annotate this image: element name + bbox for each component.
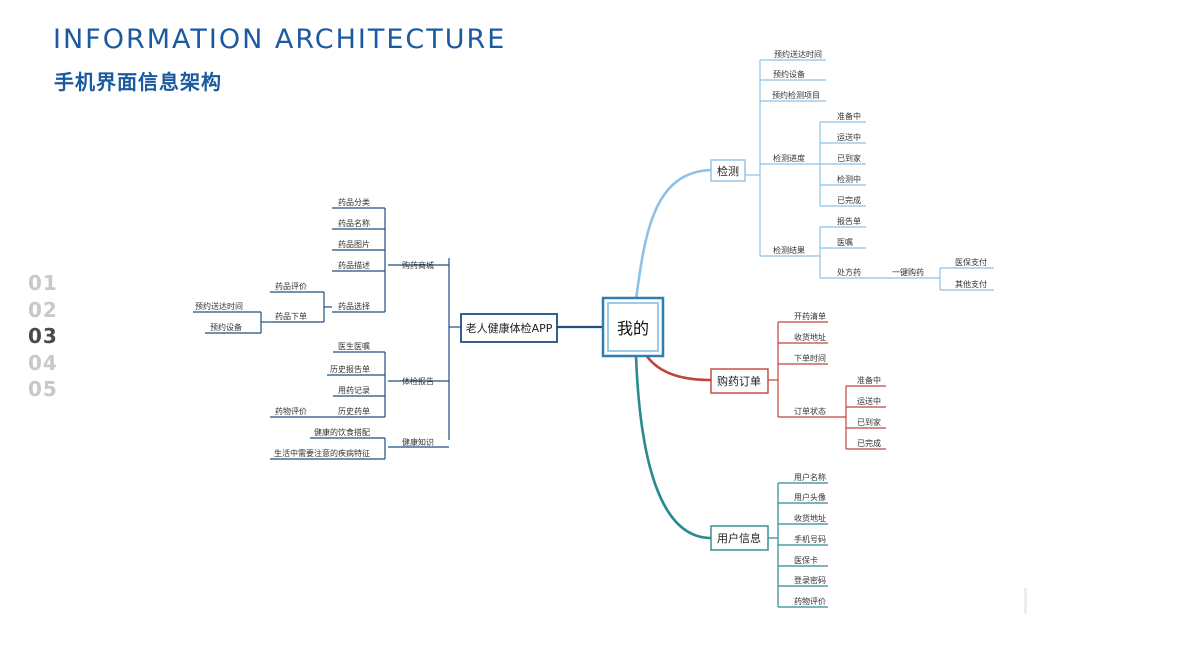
- group-label-knowledge: 健康知识: [402, 437, 434, 447]
- detect-branch-lines: [634, 59, 994, 301]
- report-item: 医生医嘱: [338, 341, 370, 351]
- order-item: 下单时间: [794, 353, 826, 363]
- status-item: 运送中: [857, 396, 881, 406]
- user-branch-lines: [634, 355, 828, 608]
- center-node[interactable]: 我的: [601, 296, 665, 358]
- user-branch-labels: 用户名称 用户头像 收货地址 手机号码 医保卡 登录密码 药物评价: [794, 472, 826, 606]
- page-number-03-active[interactable]: 03: [28, 324, 58, 348]
- center-node-label: 我的: [617, 319, 649, 338]
- status-item: 准备中: [857, 375, 881, 385]
- user-item: 药物评价: [794, 596, 826, 606]
- detect-branch-labels: 预约送达时间 预约设备 预约检测项目 检测进度 检测结果 准备中 运送中 已到家…: [772, 49, 987, 289]
- user-item: 用户头像: [794, 492, 826, 502]
- detect-item: 预约送达时间: [774, 49, 822, 59]
- select-sub-item: 药品下单: [275, 311, 307, 321]
- progress-item: 准备中: [837, 111, 861, 121]
- scroll-indicator: [1024, 588, 1027, 614]
- user-item: 收货地址: [794, 513, 826, 523]
- shop-item: 药品图片: [338, 239, 370, 249]
- detect-node-label: 检测: [717, 164, 739, 178]
- user-node[interactable]: 用户信息: [710, 525, 769, 551]
- user-item: 用户名称: [794, 472, 826, 482]
- order-node-label: 购药订单: [717, 374, 761, 388]
- shop-item: 药品选择: [338, 301, 370, 311]
- detect-item: 预约设备: [773, 69, 805, 79]
- result-item: 报告单: [837, 216, 861, 226]
- app-branch-labels: 购药商城 体检报告 健康知识 药品分类 药品名称 药品图片 药品描述 药品选择 …: [195, 197, 434, 458]
- pay-item: 其他支付: [955, 279, 987, 289]
- report-sub-item: 药物评价: [275, 406, 307, 416]
- detect-item: 检测进度: [773, 153, 805, 163]
- user-item: 医保卡: [794, 555, 818, 565]
- page-number-05[interactable]: 05: [28, 377, 58, 401]
- order-item: 开药清单: [794, 311, 826, 321]
- order-sub-item: 预约设备: [210, 322, 242, 332]
- status-item: 已完成: [857, 438, 881, 448]
- shop-item: 药品分类: [338, 197, 370, 207]
- progress-item: 检测中: [837, 174, 861, 184]
- group-label-shop: 购药商城: [402, 260, 434, 270]
- page-number-list: 01 02 03 04 05: [28, 270, 58, 403]
- page-number-04[interactable]: 04: [28, 350, 58, 375]
- order-node[interactable]: 购药订单: [710, 368, 769, 394]
- group-label-report: 体检报告: [402, 376, 434, 386]
- detect-node[interactable]: 检测: [710, 159, 746, 182]
- progress-item: 已完成: [837, 195, 861, 205]
- progress-item: 运送中: [837, 132, 861, 142]
- order-branch-lines: [644, 321, 886, 450]
- order-branch-labels: 开药清单 收货地址 下单时间 订单状态 准备中 运送中 已到家 已完成: [794, 311, 881, 448]
- result-item: 医嘱: [837, 238, 853, 247]
- pay-item: 医保支付: [955, 257, 987, 267]
- app-node[interactable]: 老人健康体检APP: [460, 313, 558, 343]
- user-node-label: 用户信息: [717, 531, 761, 545]
- knowledge-item: 健康的饮食搭配: [314, 427, 370, 437]
- report-item: 用药记录: [338, 385, 370, 395]
- status-item: 已到家: [857, 417, 881, 427]
- detect-item: 检测结果: [773, 245, 805, 255]
- report-item: 历史药单: [338, 406, 370, 416]
- user-item: 登录密码: [794, 575, 826, 585]
- shop-item: 药品描述: [338, 260, 370, 270]
- shop-item: 药品名称: [338, 218, 370, 228]
- progress-item: 已到家: [837, 153, 861, 163]
- report-item: 历史报告单: [330, 364, 370, 374]
- detect-item: 预约检测项目: [772, 90, 820, 100]
- result-item: 处方药: [837, 267, 861, 277]
- select-sub-item: 药品评价: [275, 281, 307, 291]
- knowledge-item: 生活中需要注意的疾病特征: [274, 448, 370, 458]
- page-number-02[interactable]: 02: [28, 297, 58, 322]
- title-chinese: 手机界面信息架构: [54, 70, 222, 94]
- page-number-01[interactable]: 01: [28, 271, 58, 295]
- app-branch-lines: [193, 207, 604, 460]
- user-item: 手机号码: [794, 534, 826, 544]
- order-sub-item: 预约送达时间: [195, 301, 243, 311]
- order-item: 收货地址: [794, 332, 826, 342]
- rx-label: 一键购药: [892, 267, 924, 277]
- app-node-label: 老人健康体检APP: [466, 321, 553, 335]
- order-item: 订单状态: [794, 406, 826, 416]
- title-english: INFORMATION ARCHITECTURE: [53, 24, 507, 55]
